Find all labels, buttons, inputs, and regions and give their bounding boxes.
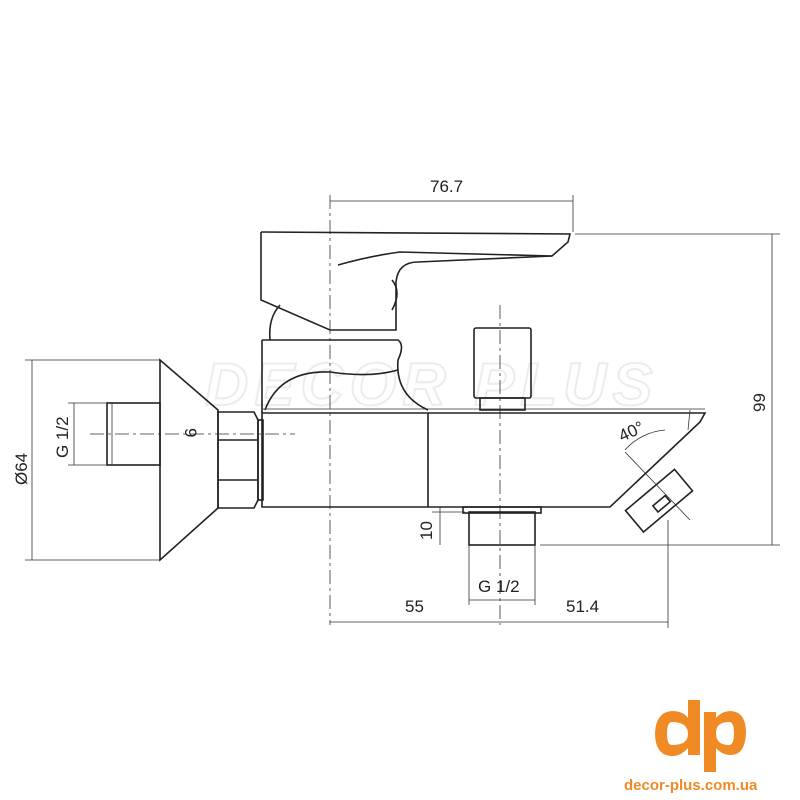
dim-nut-offset: 9 <box>181 428 200 437</box>
cartridge-housing <box>262 339 429 411</box>
dim-inlet-thread: G 1/2 <box>53 416 72 458</box>
dim-outlet-height: 10 <box>417 521 436 540</box>
spout-nozzle <box>624 468 694 534</box>
body <box>261 412 707 508</box>
dim-handle-length: 76.7 <box>430 177 463 196</box>
lever-handle <box>260 231 572 266</box>
inlet-thread <box>106 402 161 466</box>
watermark: DECOR PLUS <box>205 351 658 418</box>
dim-flange-diameter: Ø64 <box>12 453 31 485</box>
dim-outlet-to-spout: 51.4 <box>566 597 599 616</box>
logo-url: decor-plus.com.ua <box>624 777 758 794</box>
angle-label: 40° <box>616 418 647 446</box>
decor-plus-logo <box>655 700 746 772</box>
hex-nut <box>217 411 259 509</box>
dim-outlet-thread: G 1/2 <box>478 577 520 596</box>
outlet-thread <box>468 511 536 546</box>
dim-height: 99 <box>750 393 769 412</box>
dim-inlet-to-outlet: 55 <box>405 597 424 616</box>
